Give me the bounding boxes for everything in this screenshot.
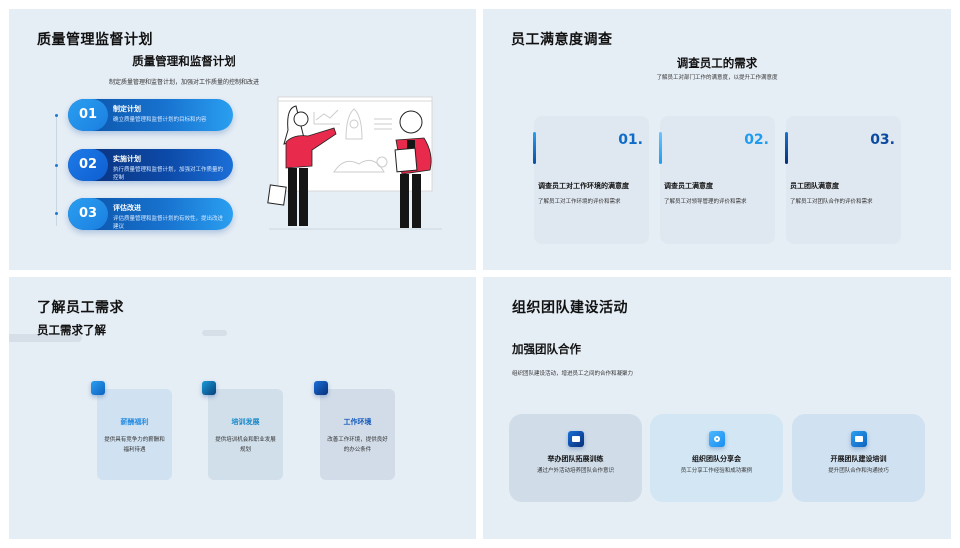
- need-card-2: 培训发展 提供培训机会和职业发展规划: [202, 381, 283, 480]
- square-icon: [91, 381, 105, 395]
- slide-description: 组织团队建设活动，增进员工之间的合作和凝聚力: [512, 371, 634, 377]
- step-pill-1: 01 制定计划 确立质量管理和监督计划的目标和内容: [68, 99, 233, 131]
- accent-bar: [785, 132, 788, 164]
- accent-bar: [533, 132, 536, 164]
- step-desc: 确立质量管理和监督计划的目标和内容: [113, 117, 207, 123]
- couch-icon: [568, 431, 584, 447]
- slide-title: 组织团队建设活动: [512, 300, 628, 316]
- step-title: 实施计划: [113, 155, 141, 163]
- accent-bar: [659, 132, 662, 164]
- step-pill-2: 02 实施计划 执行质量管理和监督计划，加强对工作质量的控制: [68, 149, 233, 181]
- need-card-3: 工作环境 改善工作环境，提供良好的办公条件: [314, 381, 395, 480]
- card-desc: 改善工作环境，提供良好的办公条件: [327, 437, 388, 453]
- slide-title: 员工满意度调查: [511, 32, 613, 48]
- timeline-line: [56, 114, 57, 226]
- team-card-2: 组织团队分享会 员工分享工作经验和成功案例: [650, 414, 783, 502]
- survey-card-1: 01. 调查员工对工作环境的满意度 了解员工对工作环境的评价和需求: [533, 116, 649, 244]
- slide-subtitle: 调查员工的需求: [676, 56, 758, 70]
- target-icon: [709, 431, 725, 447]
- timeline-dot: [55, 212, 58, 215]
- card-desc: 员工分享工作经验和成功案例: [680, 468, 753, 474]
- card-title: 培训发展: [231, 418, 260, 426]
- slide-description: 了解员工对部门工作的满意度，以提升工作满意度: [656, 75, 778, 81]
- step-desc: 执行质量管理和监督计划，加强对工作质量的控制: [113, 167, 224, 181]
- card-title: 薪酬福利: [120, 418, 149, 426]
- slide-subtitle: 加强团队合作: [512, 342, 581, 356]
- step-title: 评估改进: [113, 204, 141, 212]
- step-title: 制定计划: [113, 105, 141, 113]
- slide-satisfaction-survey[interactable]: 员工满意度调查 调查员工的需求 了解员工对部门工作的满意度，以提升工作满意度 0…: [483, 9, 951, 270]
- card-title: 调查员工对工作环境的满意度: [538, 182, 629, 190]
- survey-card-2: 02. 调查员工满意度 了解员工对领导管理的评价和需求: [659, 116, 775, 244]
- card-desc: 了解员工对领导管理的评价和需求: [664, 199, 747, 205]
- card-title: 组织团队分享会: [692, 455, 741, 463]
- slide-title: 质量管理监督计划: [37, 32, 153, 48]
- card-desc: 了解员工对团队合作的评价和需求: [790, 199, 873, 205]
- decorative-bar: [202, 330, 227, 336]
- card-desc: 了解员工对工作环境的评价和需求: [538, 199, 621, 205]
- card-title: 举办团队拓展训练: [547, 455, 604, 463]
- team-card-3: 开展团队建设培训 提升团队合作和沟通技巧: [792, 414, 925, 502]
- team-card-1: 举办团队拓展训练 通过户外活动培养团队合作意识: [509, 414, 642, 502]
- square-icon: [202, 381, 216, 395]
- timeline-dot: [55, 114, 58, 117]
- slide-team-building[interactable]: 组织团队建设活动 加强团队合作 组织团队建设活动，增进员工之间的合作和凝聚力 举…: [483, 277, 951, 539]
- card-title: 员工团队满意度: [790, 182, 839, 190]
- card-title: 开展团队建设培训: [830, 455, 887, 463]
- slide-title: 了解员工需求: [37, 300, 124, 316]
- step-number: 02: [68, 149, 108, 181]
- card-desc: 通过户外活动培养团队合作意识: [536, 468, 614, 474]
- step-desc: 评估质量管理和监督计划的有效性，提出改进建议: [113, 216, 224, 230]
- slide-employee-needs[interactable]: 了解员工需求 员工需求了解 薪酬福利 提供具有竞争力的薪酬和福利待遇 培训发展 …: [9, 277, 476, 539]
- card-desc: 提升团队合作和沟通技巧: [828, 468, 889, 474]
- presentation-illustration: [267, 96, 442, 230]
- survey-card-3: 03. 员工团队满意度 了解员工对团队合作的评价和需求: [785, 116, 901, 244]
- slide-description: 制定质量管理和监督计划，加强对工作质量的控制和改进: [108, 79, 259, 86]
- card-number: 02.: [744, 132, 769, 148]
- slide-quality-plan[interactable]: 质量管理监督计划 质量管理和监督计划 制定质量管理和监督计划，加强对工作质量的控…: [9, 9, 476, 270]
- square-icon: [314, 381, 328, 395]
- step-number: 01: [68, 99, 108, 131]
- slide-subtitle: 员工需求了解: [37, 323, 106, 337]
- card-number: 03.: [870, 132, 895, 148]
- timeline-dot: [55, 164, 58, 167]
- card-desc: 提供具有竞争力的薪酬和福利待遇: [104, 437, 165, 453]
- card-title: 调查员工满意度: [664, 182, 713, 190]
- need-card-1: 薪酬福利 提供具有竞争力的薪酬和福利待遇: [91, 381, 172, 480]
- step-number: 03: [68, 198, 108, 230]
- card-desc: 提供培训机会和职业发展规划: [215, 437, 276, 453]
- card-title: 工作环境: [343, 418, 372, 426]
- decorative-bar: [9, 334, 82, 342]
- chat-icon: [851, 431, 867, 447]
- step-pill-3: 03 评估改进 评估质量管理和监督计划的有效性，提出改进建议: [68, 198, 233, 230]
- slide-subtitle: 质量管理和监督计划: [132, 54, 236, 68]
- card-number: 01.: [618, 132, 643, 148]
